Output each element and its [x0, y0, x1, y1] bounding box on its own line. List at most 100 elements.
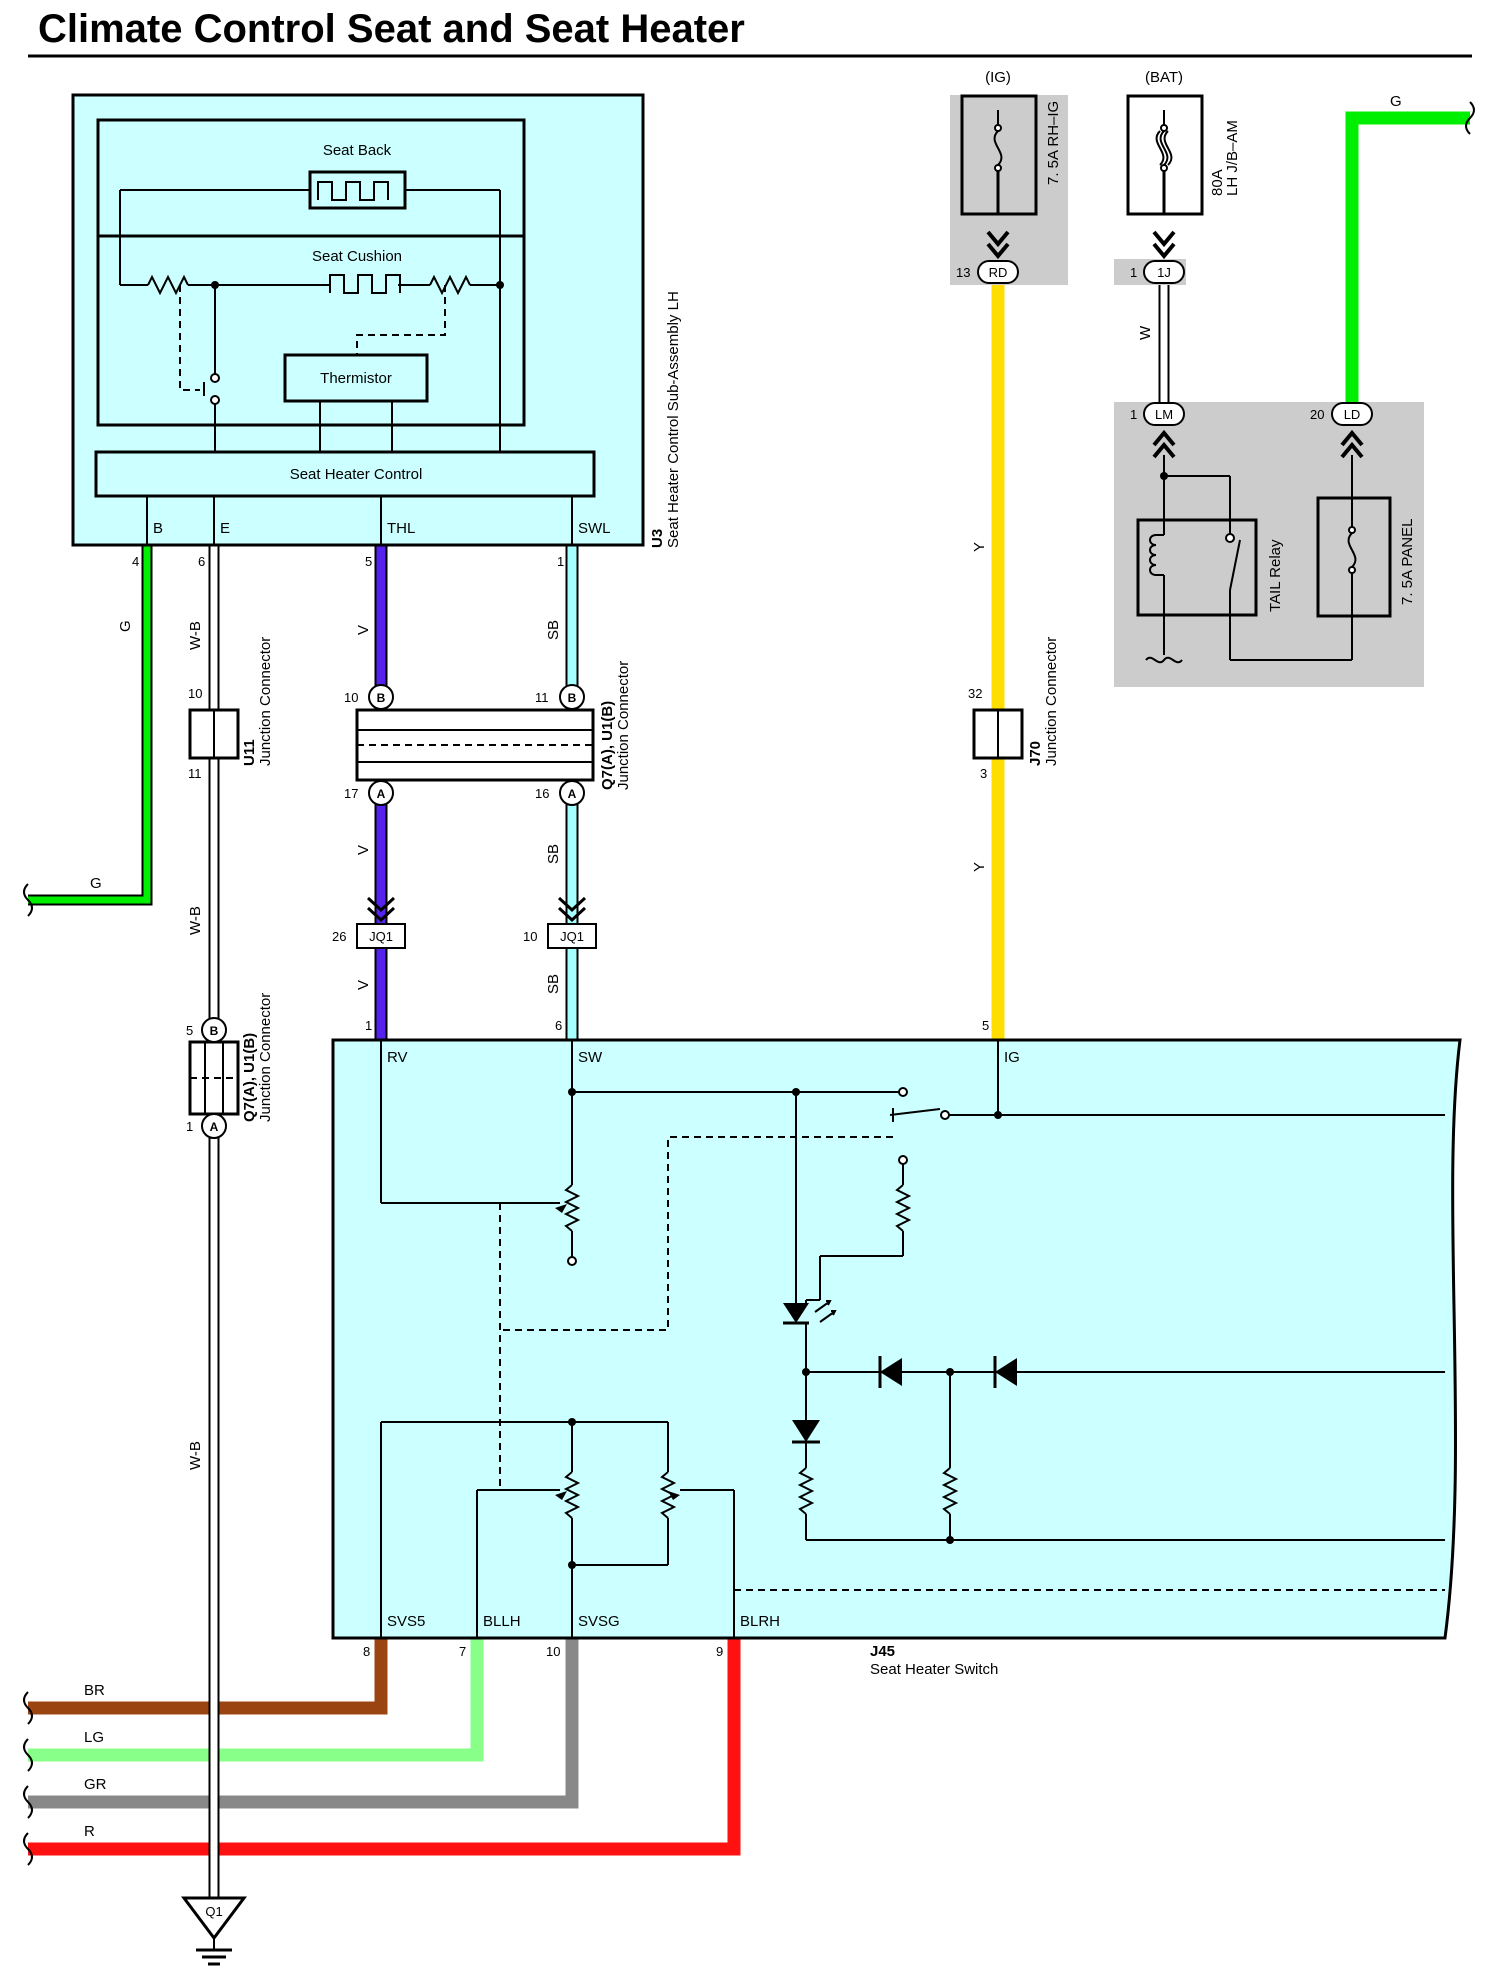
seat-cushion-heater-icon — [120, 274, 504, 452]
j45-pin-1: 1 — [365, 1018, 372, 1033]
tail-relay-box: LM LD 1 20 TAIL Relay — [1114, 402, 1424, 687]
fuse-bat-group: (BAT) 80A LH J/B–AM 1J 1 — [1114, 69, 1241, 285]
q7-top-mark-b2: B — [568, 691, 577, 705]
q7-left-mark-a: A — [210, 1120, 219, 1134]
jq1-right-pin: 10 — [523, 929, 537, 944]
u3-terminal-swl: SWL — [578, 520, 611, 537]
u3-pin-4: 4 — [132, 554, 139, 569]
j45-pin-10: 10 — [546, 1644, 560, 1659]
wire-lg — [28, 1638, 484, 1762]
wire-g-left — [28, 546, 153, 906]
wire-label-v-1: V — [355, 625, 372, 635]
conn-ld-pin: 20 — [1310, 407, 1324, 422]
q7-top-code: Q7(A), U1(B) — [599, 701, 616, 790]
q7-left-pin-5: 5 — [186, 1023, 193, 1038]
j45-name: Seat Heater Switch — [870, 1661, 998, 1678]
seat-heater-control-label: Seat Heater Control — [290, 466, 423, 483]
u11-name: Junction Connector — [257, 637, 274, 766]
fuse-panel-icon — [1316, 455, 1392, 660]
u3-terminal-e: E — [220, 520, 230, 537]
wire-gr — [28, 1638, 579, 1809]
u3-pin-5: 5 — [365, 554, 372, 569]
q7-top-pin-16: 16 — [535, 786, 549, 801]
j45-internal-circuit — [380, 1040, 1445, 1638]
thermistor-label: Thermistor — [320, 370, 392, 387]
q7-top-pin-10: 10 — [344, 690, 358, 705]
wire-r — [28, 1638, 741, 1856]
wire-label-wb-2: W-B — [187, 906, 204, 935]
q7-u1-junction-connector-top: B B A A 10 11 17 16 Q7(A), U1(B) Junctio… — [344, 661, 632, 806]
wire-label-g-1: G — [117, 620, 134, 632]
fuse-bat-name: LH J/B–AM — [1224, 120, 1241, 196]
wire-break-marks — [23, 101, 1475, 1866]
u11-code: U11 — [241, 739, 258, 766]
conn-lm-pin: 1 — [1130, 407, 1137, 422]
conn-lm-label: LM — [1155, 407, 1173, 422]
fuse-bat-rating: 80A — [1209, 169, 1226, 196]
wire-label-gr: GR — [84, 1776, 107, 1793]
wire-label-wb-3: W-B — [187, 1441, 204, 1470]
jq1-right-connector: JQ1 — [560, 929, 584, 944]
u3-name: Seat Heater Control Sub-Assembly LH — [665, 291, 682, 548]
wire-label-v-3: V — [355, 980, 372, 990]
seat-back-heater-icon — [119, 170, 501, 285]
u3-terminal-thl: THL — [387, 520, 415, 537]
j70-pin-bottom: 3 — [980, 766, 987, 781]
wire-label-wb-1: W-B — [187, 621, 204, 650]
wire-label-g-2: G — [90, 875, 102, 892]
j45-terminal-svs5: SVS5 — [387, 1613, 425, 1630]
q7-u1-junction-connector-left: B A 5 1 Q7(A), U1(B) Junction Connector — [186, 993, 274, 1139]
j45-seat-heater-switch: RV SW IG 1 6 5 — [331, 1018, 1462, 1678]
j70-name: Junction Connector — [1043, 637, 1060, 766]
wire-label-v-2: V — [355, 845, 372, 855]
fuse-ig-name: 7. 5A RH–IG — [1045, 101, 1062, 185]
j45-terminal-rv: RV — [387, 1049, 408, 1066]
u11-pin-bottom: 11 — [188, 766, 202, 781]
q7-top-mark-b1: B — [377, 691, 386, 705]
j45-terminal-svsg: SVSG — [578, 1613, 620, 1630]
wire-label-sb-3: SB — [545, 974, 562, 994]
j45-code: J45 — [870, 1643, 895, 1660]
q7-left-code: Q7(A), U1(B) — [241, 1033, 258, 1122]
j70-pin-top: 32 — [968, 686, 982, 701]
u3-terminal-b: B — [153, 520, 163, 537]
wire-label-sb-1: SB — [545, 620, 562, 640]
j70-code: J70 — [1027, 741, 1044, 766]
wire-labels: G G W-B W-B W-B V V V SB SB SB Y Y W G B… — [84, 93, 1402, 1840]
j45-terminal-ig: IG — [1004, 1049, 1020, 1066]
fuse-bat-pin: 1 — [1130, 265, 1137, 280]
jq1-connector-right: JQ1 10 — [523, 896, 597, 949]
fuse-panel-label: 7. 5A PANEL — [1399, 519, 1416, 605]
j45-terminal-bllh: BLLH — [483, 1613, 521, 1630]
q7-top-name: Junction Connector — [615, 661, 632, 790]
seat-back-label: Seat Back — [323, 142, 392, 159]
wire-label-y-1: Y — [971, 542, 988, 552]
tail-relay-label: TAIL Relay — [1267, 539, 1284, 612]
j45-pin-5: 5 — [982, 1018, 989, 1033]
wire-label-g-3: G — [1390, 93, 1402, 110]
wire-label-r: R — [84, 1823, 95, 1840]
fuse-ig-connector: RD — [989, 265, 1008, 280]
jq1-left-pin: 26 — [332, 929, 346, 944]
u3-pin-1: 1 — [557, 554, 564, 569]
fuse-ig-header: (IG) — [985, 69, 1011, 86]
j70-junction-connector: 32 3 J70 Junction Connector — [968, 637, 1060, 781]
fuse-bat-icon — [1152, 110, 1176, 260]
j45-terminal-sw: SW — [578, 1049, 603, 1066]
fuse-ig-group: (IG) 7. 5A RH–IG RD 13 — [950, 69, 1068, 285]
q7-top-pin-17: 17 — [344, 786, 358, 801]
q7-left-pin-1: 1 — [186, 1119, 193, 1134]
conn-ld-label: LD — [1344, 407, 1361, 422]
j45-pin-9: 9 — [716, 1644, 723, 1659]
u3-code: U3 — [649, 529, 666, 548]
q7-left-name: Junction Connector — [257, 993, 274, 1122]
q7-top-mark-a1: A — [377, 787, 386, 801]
jq1-left-connector: JQ1 — [369, 929, 393, 944]
u11-junction-connector: 10 11 U11 Junction Connector — [188, 637, 274, 781]
fuse-ig-pin: 13 — [956, 265, 970, 280]
u11-pin-top: 10 — [188, 686, 202, 701]
j45-pin-7: 7 — [459, 1644, 466, 1659]
fuse-bat-header: (BAT) — [1145, 69, 1183, 86]
q7-top-mark-a2: A — [568, 787, 577, 801]
wire-label-w: W — [1137, 325, 1154, 340]
